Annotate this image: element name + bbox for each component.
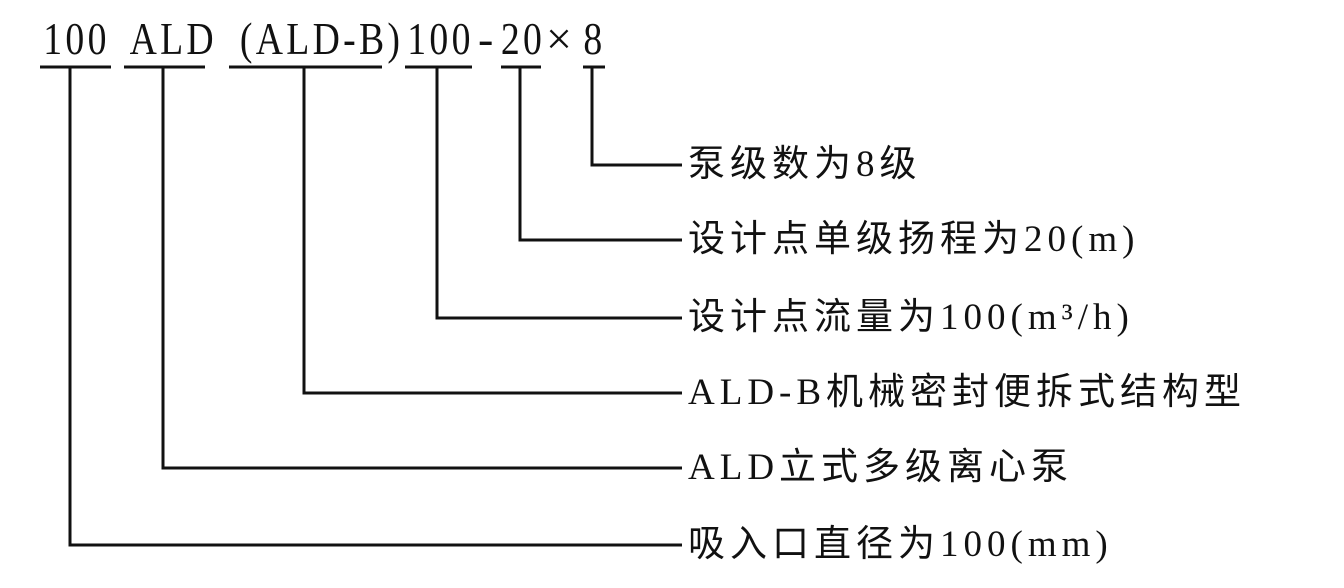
code-ald-b: (ALD-B) <box>239 13 404 64</box>
code-inlet-diameter: 100 <box>43 13 110 64</box>
leader-ald-b <box>302 67 682 395</box>
code-ald: ALD <box>129 13 217 64</box>
code-flow: 100 <box>407 13 474 64</box>
label-head: 设计点单级扬程为20(m) <box>688 219 1140 260</box>
leader-inlet <box>68 67 682 547</box>
leader-ald <box>161 67 682 470</box>
label-stages: 泵级数为8级 <box>688 144 922 185</box>
label-ald-b: ALD-B机械密封便拆式结构型 <box>688 372 1247 413</box>
leader-head <box>518 67 682 242</box>
code-dash: - <box>478 13 494 64</box>
label-ald: ALD立式多级离心泵 <box>688 447 1074 488</box>
label-flow: 设计点流量为100(m³/h) <box>688 297 1134 338</box>
label-inlet: 吸入口直径为100(mm) <box>688 524 1113 565</box>
code-head: 20 <box>500 13 546 64</box>
leader-flow <box>435 67 682 320</box>
leader-stages <box>590 67 682 167</box>
code-stages: 8 <box>582 13 606 64</box>
code-times: × <box>546 13 572 64</box>
